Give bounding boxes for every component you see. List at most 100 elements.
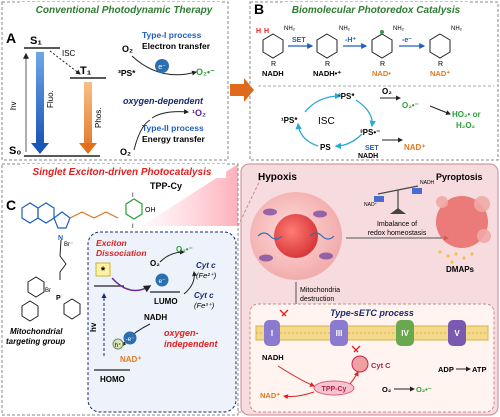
nucleus xyxy=(274,214,318,258)
svg-text:NAD⁺: NAD⁺ xyxy=(364,202,378,208)
svg-text:h⁺: h⁺ xyxy=(115,342,122,349)
complex-v xyxy=(448,320,466,346)
imbalance-line2: redox homeostasis xyxy=(368,230,427,237)
nadh-label: NADH xyxy=(262,69,284,78)
hydroxyl-label: OH xyxy=(145,207,156,214)
s0-label: S₀ xyxy=(9,145,21,157)
transition-arrow xyxy=(230,78,254,102)
ho2-label: HO₂• or xyxy=(452,110,481,119)
ps-ground: PS xyxy=(320,143,331,152)
nadh-d: NADH xyxy=(262,353,284,362)
redox-balance: NAD⁺ NADH xyxy=(364,180,435,214)
nadh-structure: H H NH₂ R NADH xyxy=(256,26,296,78)
bromide-label: Br⁻ xyxy=(64,242,73,248)
pyroptotic-cell xyxy=(436,196,488,248)
svg-text:e⁻: e⁻ xyxy=(158,278,166,285)
svg-text:III: III xyxy=(336,329,343,338)
pyroptosis-label: Pyroptosis xyxy=(436,172,483,182)
svg-text:R: R xyxy=(325,61,330,68)
panel-b: B Biomolecular Photoredox Catalysis H H … xyxy=(249,1,499,161)
cytc-d: Cyt C xyxy=(371,361,391,370)
nad-c: NAD⁺ xyxy=(120,355,142,364)
light-beam xyxy=(142,164,238,226)
mito-group-label-1: Mitochondrial xyxy=(10,327,63,336)
ps3-radical-state: ³PS•⁻ xyxy=(360,128,380,137)
isc-cycle-label: ISC xyxy=(318,116,335,127)
fluorescence-arrow xyxy=(36,52,44,144)
svg-text:NADH: NADH xyxy=(420,180,435,186)
complex-i xyxy=(264,320,280,346)
svg-text:R: R xyxy=(438,61,443,68)
imbalance-line1: Imbalance of xyxy=(377,221,417,228)
cytc-d-circle xyxy=(351,355,369,373)
hv-label-c: hv xyxy=(89,322,98,332)
hypoxia-label: Hypoxis xyxy=(258,172,297,183)
o2-type2: O₂ xyxy=(120,147,131,157)
o2-type1: O₂ xyxy=(122,44,133,54)
svg-text:NH₂: NH₂ xyxy=(284,26,296,32)
ps1-state: ¹PS* xyxy=(281,116,298,125)
type1-subtitle: Electron transfer xyxy=(142,41,211,51)
electron-c xyxy=(155,273,169,287)
panel-a: A Conventional Photodynamic Therapy S₁ T… xyxy=(1,1,229,161)
oxygen-label: oxygen- xyxy=(164,328,199,338)
exciton-box xyxy=(95,262,111,277)
mito-label-1: Mitochondria xyxy=(300,287,340,294)
o2-radical-c: O₂•⁻ xyxy=(176,245,193,254)
svg-text:e⁻: e⁻ xyxy=(158,64,166,71)
nadh-c: NADH xyxy=(144,313,167,322)
superoxide-cycle-label: O₂•⁻ xyxy=(402,101,419,110)
inhibition-marks xyxy=(279,309,361,353)
electron-type1 xyxy=(155,59,169,73)
nad-radical-structure: NH₂ R NAD• xyxy=(371,26,405,78)
compound-name: TPP-Cy xyxy=(150,181,182,191)
panel-c-title: Singlet Exciton-driven Photocatalysis xyxy=(33,167,212,178)
oxygen-dependent: oxygen-dependent xyxy=(123,96,204,106)
panel-a-letter: A xyxy=(6,30,16,46)
homo-label: HOMO xyxy=(100,375,125,384)
damps-label: DMAPs xyxy=(446,265,475,274)
nadh-radical-structure: NH₂ R NADH•⁺ xyxy=(313,26,351,78)
setc-label: Type-sETC process xyxy=(330,308,414,318)
hv-label: hv xyxy=(9,102,18,110)
set-label: SET xyxy=(292,37,306,44)
cytc-fe2-label: Cyt c xyxy=(196,261,216,270)
svg-text:I: I xyxy=(132,224,134,230)
svg-text:P: P xyxy=(56,295,61,302)
cytc-fe3-label: Cyt c xyxy=(194,291,214,300)
isc-label: ISC xyxy=(62,49,76,58)
tpp-cy-d xyxy=(313,380,355,396)
svg-text:IV: IV xyxy=(401,329,409,338)
hole xyxy=(112,338,124,350)
phos-label: Phos. xyxy=(94,108,103,128)
svg-text:Br: Br xyxy=(45,288,51,294)
nad-d: NAD⁺ xyxy=(260,391,280,400)
complex-iv xyxy=(396,320,414,346)
svg-text:NH₂: NH₂ xyxy=(451,26,463,32)
ps3-state: ³PS* xyxy=(338,92,355,101)
mito-label-2: destruction xyxy=(300,296,334,303)
svg-text:R: R xyxy=(380,61,385,68)
photocatalytic-cycle: ³PS* ¹PS* ³PS•⁻ PS ISC SET NADH O₂ O₂•⁻ … xyxy=(281,87,481,160)
svg-text:TPP-Cy: TPP-Cy xyxy=(322,386,347,393)
nad-plus-structure: NH₂ R NAD⁺ xyxy=(429,26,463,78)
nadh-cycle-label: NADH xyxy=(358,153,378,160)
t1-label: T₁ xyxy=(80,65,92,77)
type1-title: Type-I process xyxy=(142,30,202,40)
panel-c: C Singlet Exciton-driven Photocatalysis … xyxy=(1,163,239,416)
s1-label: S₁ xyxy=(30,35,42,47)
nad-cycle-label: NAD⁺ xyxy=(404,143,426,152)
superoxide-d: O₂•⁻ xyxy=(416,385,432,394)
minus-e-label: -e⁻ xyxy=(402,37,412,44)
nad-radical-label: NAD• xyxy=(372,69,391,78)
panel-c-letter: C xyxy=(6,197,16,213)
exciton-label: Exciton xyxy=(96,238,127,248)
o2-cycle-label: O₂ xyxy=(382,87,392,96)
lumo-label: LUMO xyxy=(154,297,178,306)
phosphorescence-arrow xyxy=(84,82,92,144)
panel-b-title: Biomolecular Photoredox Catalysis xyxy=(292,5,461,16)
adp-label: ADP xyxy=(438,365,454,374)
svg-text:-e⁻: -e⁻ xyxy=(126,337,135,343)
svg-text:R: R xyxy=(271,61,276,68)
